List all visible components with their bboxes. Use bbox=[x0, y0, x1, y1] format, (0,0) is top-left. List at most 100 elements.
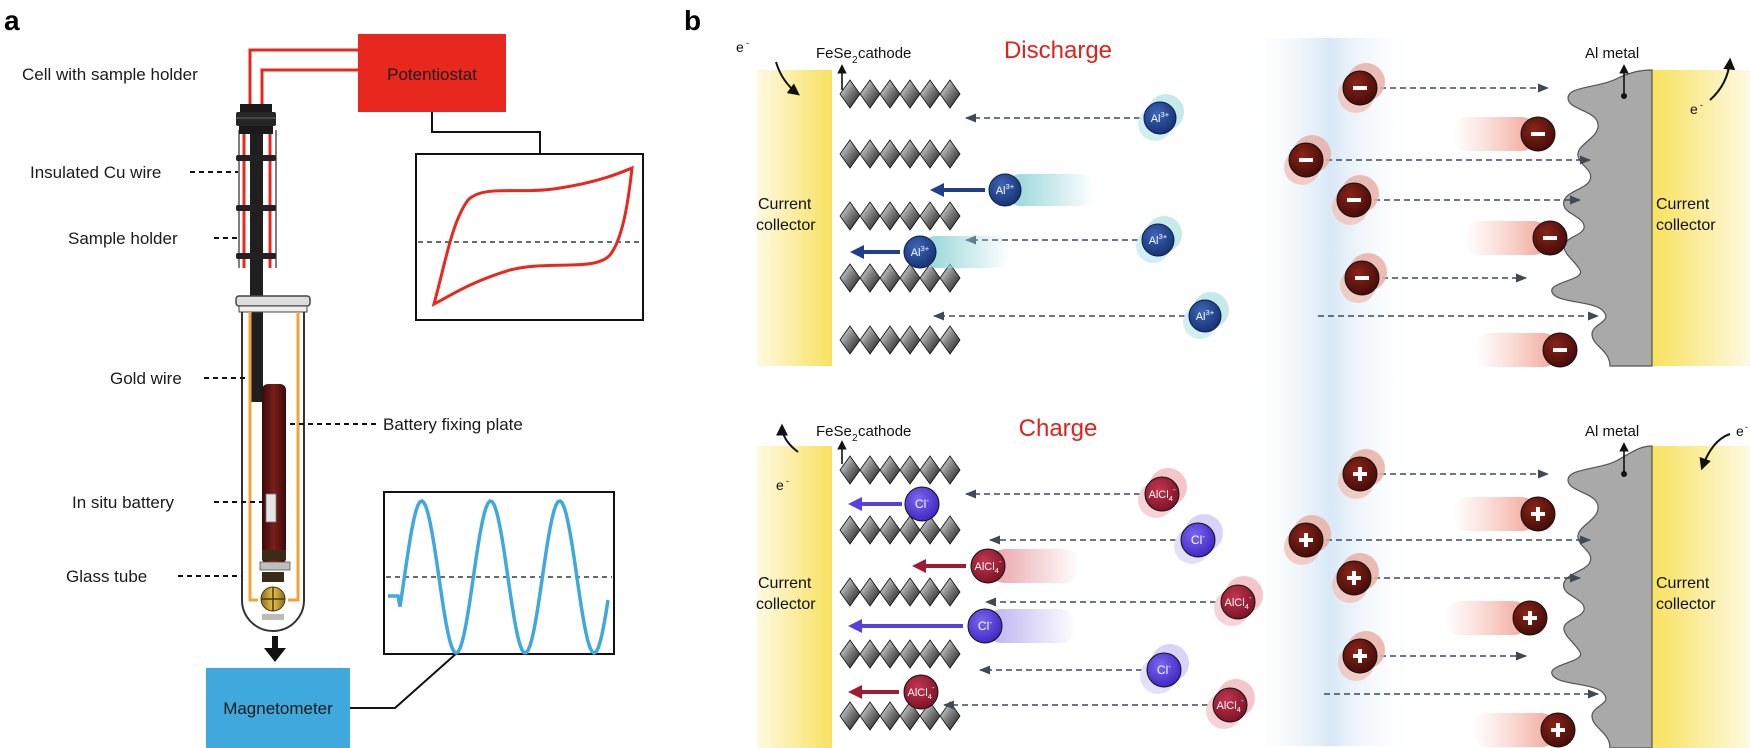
collector-label-tr-1: Current bbox=[1656, 196, 1710, 213]
gray-wires bbox=[238, 130, 277, 268]
svg-text:2: 2 bbox=[852, 433, 858, 444]
fese2-diamond bbox=[899, 577, 921, 607]
cl-ion bbox=[1180, 522, 1216, 558]
fese2-diamond bbox=[899, 455, 921, 485]
panel-a: a Potentiostat bbox=[4, 5, 644, 748]
anode-collector-top bbox=[1652, 70, 1750, 366]
charge-section: Charge FeSe 2 cathode e - Current collec… bbox=[756, 415, 1750, 748]
electron-arrow-out-icon bbox=[1709, 57, 1736, 101]
fese2-diamond bbox=[899, 325, 921, 355]
gold-wires bbox=[248, 312, 300, 602]
ion-trail bbox=[1464, 221, 1550, 255]
electron-label-top-left: e bbox=[736, 39, 744, 55]
svg-text:-: - bbox=[1745, 422, 1748, 432]
fese2-diamond bbox=[879, 325, 901, 355]
sample-rod bbox=[250, 134, 263, 402]
svg-text:2: 2 bbox=[852, 55, 858, 66]
panel-b-letter: b bbox=[684, 5, 701, 36]
al3-ion bbox=[903, 235, 937, 269]
fese2-diamond bbox=[899, 139, 921, 169]
svg-text:-: - bbox=[786, 476, 789, 486]
electron-arrow-right-icon bbox=[1699, 433, 1731, 471]
ion-trail bbox=[1444, 601, 1530, 635]
fese2-layers-top bbox=[839, 79, 961, 355]
ion-label: Al3+ bbox=[911, 244, 930, 259]
fese2-diamond bbox=[919, 515, 941, 545]
label-gold-wire: Gold wire bbox=[110, 369, 182, 388]
fese2-diamond bbox=[839, 577, 861, 607]
ion-label: Al3+ bbox=[996, 182, 1015, 197]
charge-title: Charge bbox=[1019, 415, 1098, 442]
cv-plot bbox=[415, 153, 644, 321]
collector-label-tl-2: collector bbox=[756, 217, 816, 234]
fese2-diamond bbox=[879, 577, 901, 607]
ion-label: Cl- bbox=[915, 495, 929, 511]
fese2-diamond bbox=[839, 701, 861, 731]
fese2-diamond bbox=[939, 139, 961, 169]
fese2-diamond bbox=[859, 515, 881, 545]
fese2-diamond bbox=[879, 79, 901, 109]
al3-ion bbox=[1188, 299, 1222, 333]
label-fixing-plate: Battery fixing plate bbox=[383, 415, 523, 434]
ion-label: AlCl4- bbox=[1148, 485, 1175, 503]
fese2-diamond bbox=[859, 455, 881, 485]
potentiostat-box bbox=[358, 34, 506, 112]
rod-clamps bbox=[236, 155, 276, 259]
fese2-diamond bbox=[879, 201, 901, 231]
cathode-collector-top bbox=[757, 70, 832, 366]
down-arrow-icon bbox=[264, 648, 286, 662]
panel-b: b Discharge FeSe 2 cathode e - Current c… bbox=[684, 5, 1750, 748]
fese2-diamond bbox=[879, 515, 901, 545]
battery-fixing-plate bbox=[262, 384, 286, 564]
collector-label-tr-2: collector bbox=[1656, 217, 1716, 234]
fese2-diamond bbox=[899, 79, 921, 109]
bottom-assembly bbox=[259, 550, 291, 620]
ion-label: Al3+ bbox=[1196, 308, 1215, 323]
electrolyte-band bbox=[1245, 38, 1415, 746]
fese2-diamond bbox=[919, 325, 941, 355]
electron-label-bottom-right: e bbox=[1736, 423, 1744, 439]
label-sample-holder: Sample holder bbox=[68, 229, 178, 248]
signal-wave bbox=[388, 498, 610, 656]
fese2-diamond bbox=[939, 263, 961, 293]
electron-sup: - bbox=[746, 38, 749, 48]
al-metal-label-top: Al metal bbox=[1585, 45, 1639, 62]
ion-label: AlCl4- bbox=[1216, 696, 1243, 714]
al-metal-top bbox=[1551, 69, 1653, 367]
fese2-diamond bbox=[859, 263, 881, 293]
ion-label: Al3+ bbox=[1151, 110, 1170, 125]
magnetometer-label: Magnetometer bbox=[223, 699, 333, 718]
cl-ion bbox=[904, 486, 940, 522]
fese2-diamond bbox=[899, 701, 921, 731]
fese2-diamond bbox=[839, 79, 861, 109]
svg-text:-: - bbox=[1700, 100, 1703, 110]
fese2-diamond bbox=[939, 455, 961, 485]
cl-ion bbox=[967, 608, 1003, 644]
al3-ion bbox=[988, 173, 1022, 207]
collector-label-bl-2: collector bbox=[756, 596, 816, 613]
fese2-diamond bbox=[879, 263, 901, 293]
potentiostat-label: Potentiostat bbox=[387, 65, 477, 84]
collector-label-bl-1: Current bbox=[758, 575, 812, 592]
cathode-collector-bottom bbox=[757, 446, 832, 748]
discharge-section: Discharge FeSe 2 cathode e - Current col… bbox=[736, 37, 1750, 368]
panel-a-letter: a bbox=[4, 5, 20, 36]
alcl4-ion bbox=[1212, 687, 1248, 723]
alcl4-ion bbox=[970, 548, 1006, 584]
panel-a-labels: Cell with sample holder Insulated Cu wir… bbox=[22, 65, 523, 586]
label-glass-tube: Glass tube bbox=[66, 567, 147, 586]
red-wires bbox=[242, 48, 358, 268]
in-situ-battery bbox=[265, 493, 277, 523]
insertion-arrow-head bbox=[930, 183, 944, 197]
collector-label-tl-1: Current bbox=[758, 196, 812, 213]
ion-label: AlCl4- bbox=[974, 557, 1001, 575]
discharge-title: Discharge bbox=[1004, 37, 1112, 64]
anode-collector-bottom bbox=[1652, 446, 1750, 748]
ion-trail bbox=[988, 549, 1080, 583]
signal-connector bbox=[350, 651, 459, 709]
fese2-diamond bbox=[879, 139, 901, 169]
fese2-diamond bbox=[919, 201, 941, 231]
fese2-diamond bbox=[919, 577, 941, 607]
ion-label: AlCl4- bbox=[1224, 593, 1251, 611]
